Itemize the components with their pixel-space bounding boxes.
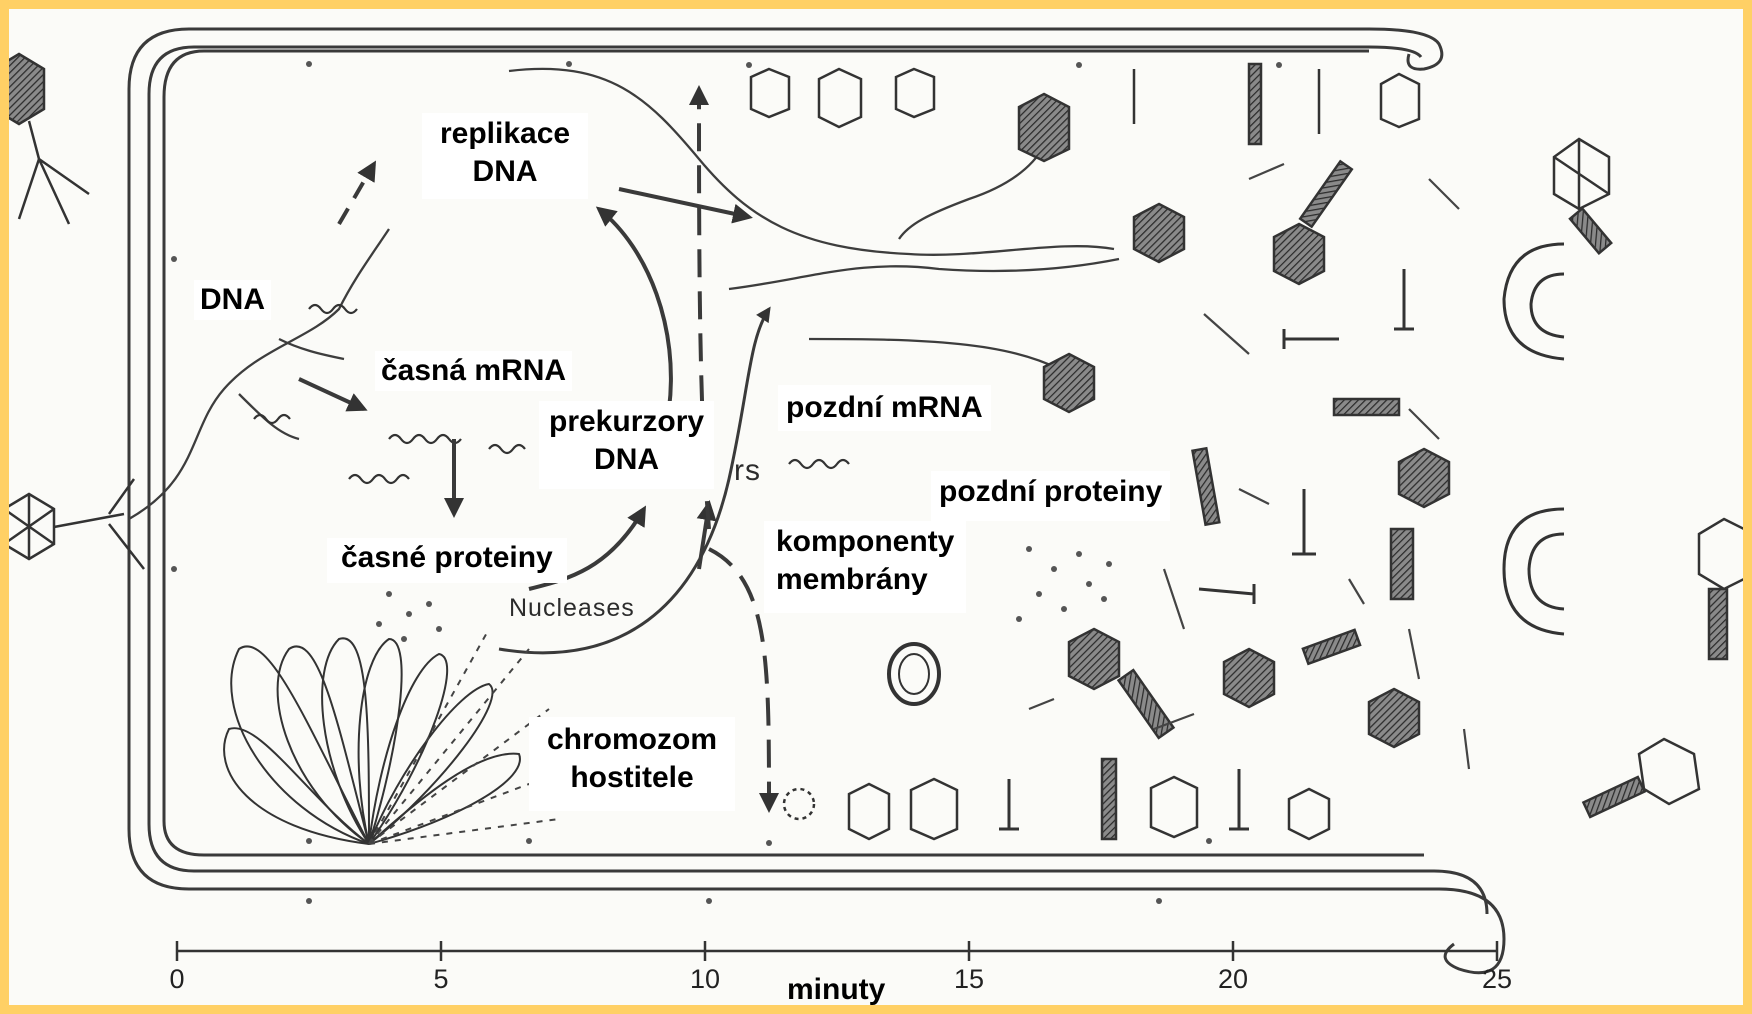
phage-infection-diagram: Nucleases rs DNA replikace DNA časná mRN…: [9, 9, 1743, 1005]
host-chromosome-loops: [224, 638, 520, 844]
tick-label-5: 5: [433, 964, 448, 995]
bottom-assembly-row: [784, 759, 1329, 839]
top-assembly-row: [751, 64, 1419, 161]
label-membrane-components: komponenty membrány: [764, 521, 966, 613]
label-replication-line1: replikace: [440, 115, 570, 153]
tick-label-25: 25: [1482, 964, 1512, 995]
label-dna-precursors-line2: DNA: [549, 441, 704, 479]
label-dna-precursors: prekurzory DNA: [539, 401, 714, 489]
label-late-proteins-text: pozdní proteiny: [939, 475, 1162, 508]
label-late-mrna: pozdní mRNA: [778, 385, 991, 431]
diagram-artwork: [9, 9, 1743, 1005]
label-early-proteins-text: časné proteiny: [341, 541, 553, 574]
tail-pieces: [999, 269, 1414, 829]
time-axis-title: minuty: [787, 971, 885, 1005]
label-early-mrna-text: časná mRNA: [381, 354, 566, 387]
cell-envelope: [129, 29, 1504, 973]
tick-label-15: 15: [954, 964, 984, 995]
label-membrane-components-line1: komponenty: [776, 523, 954, 561]
tick-label-20: 20: [1218, 964, 1248, 995]
label-dna-precursors-line1: prekurzory: [549, 403, 704, 441]
fragment-rs: rs: [734, 454, 761, 488]
time-scale: [177, 941, 1497, 961]
attached-phages: [9, 54, 1743, 817]
label-early-proteins: časné proteiny: [327, 538, 567, 583]
prohead: [889, 644, 939, 704]
label-dna: DNA: [194, 280, 271, 320]
label-host-chromosome: chromozom hostitele: [529, 717, 735, 811]
label-early-mrna: časná mRNA: [375, 351, 572, 391]
time-axis-title-text: minuty: [787, 973, 885, 1005]
baseplate-brackets: [1504, 244, 1564, 634]
label-host-chromosome-line2: hostitele: [547, 759, 717, 797]
label-membrane-components-line2: membrány: [776, 561, 954, 599]
label-late-mrna-text: pozdní mRNA: [786, 391, 983, 424]
label-dna-text: DNA: [200, 283, 265, 316]
middle-phages: [1044, 161, 1449, 747]
tick-label-10: 10: [690, 964, 720, 995]
nucleases-caption: Nucleases: [509, 594, 635, 623]
label-late-proteins: pozdní proteiny: [931, 471, 1170, 521]
label-host-chromosome-line1: chromozom: [547, 721, 717, 759]
tick-label-0: 0: [169, 964, 184, 995]
label-replication: replikace DNA: [422, 113, 588, 199]
label-replication-line2: DNA: [440, 153, 570, 191]
